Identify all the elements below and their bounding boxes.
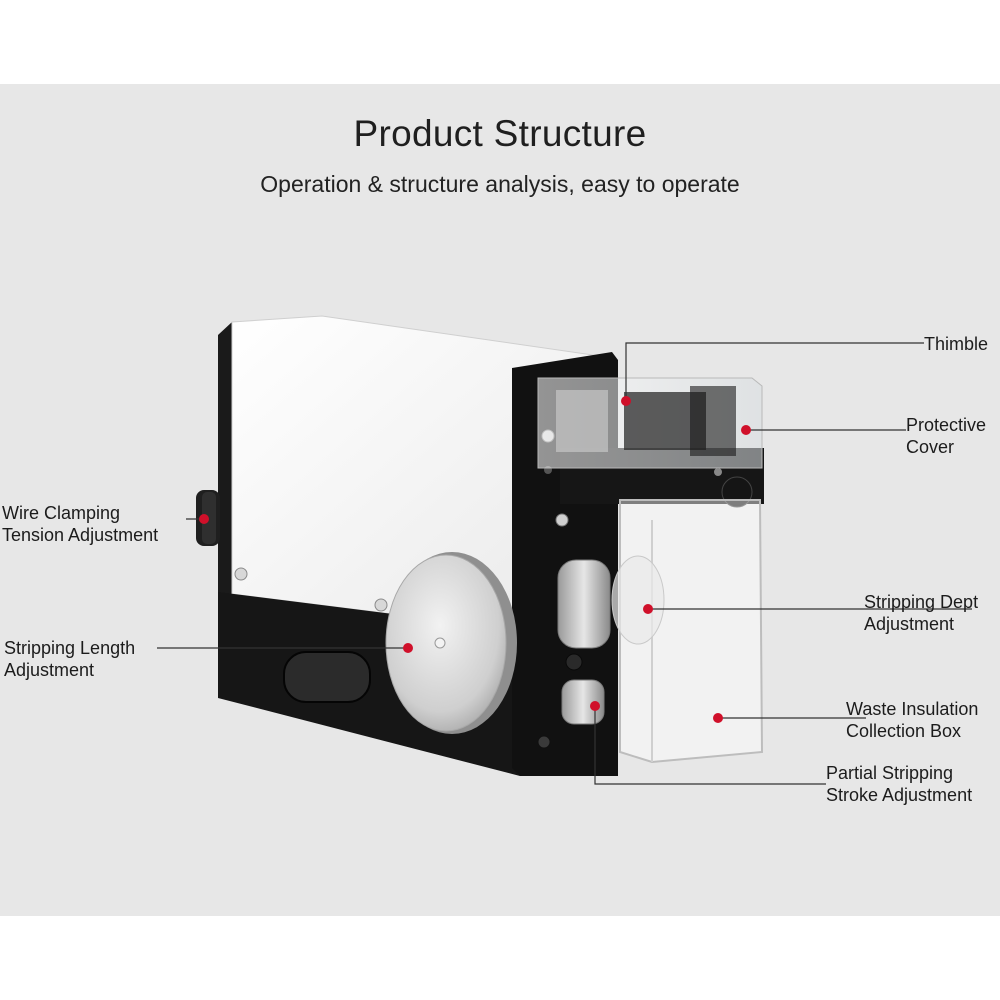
red-dot-icon — [199, 514, 209, 524]
page-title: Product Structure — [353, 113, 647, 154]
upper-block — [537, 377, 764, 508]
red-dot-icon — [643, 604, 653, 614]
callout-wire-clamping: Wire Clamping Tension Adjustment — [2, 503, 159, 545]
partial-stroke-adjuster — [561, 679, 605, 725]
stripping-length-wheel — [385, 552, 517, 734]
red-dot-icon — [590, 701, 600, 711]
page-subtitle: Operation & structure analysis, easy to … — [260, 171, 740, 197]
red-dot-icon — [741, 425, 751, 435]
red-dot-icon — [713, 713, 723, 723]
callout-markers — [199, 396, 751, 723]
red-dot-icon — [621, 396, 631, 406]
leader-lines — [157, 342, 972, 785]
callout-waste-box: Waste Insulation Collection Box — [846, 699, 979, 741]
callout-partial-stroke: Partial Stripping Stroke Adjustment — [826, 763, 973, 805]
callout-stripping-length: Stripping Length Adjustment — [4, 638, 136, 680]
callout-stripping-depth: Stripping Dept Adjustment — [864, 592, 979, 634]
callout-thimble: Thimble — [924, 334, 989, 354]
waste-collection-box — [611, 499, 764, 764]
stripping-depth-adjuster — [557, 559, 611, 649]
callout-protective-cover: Protective Cover — [906, 415, 987, 457]
red-dot-icon — [403, 643, 413, 653]
